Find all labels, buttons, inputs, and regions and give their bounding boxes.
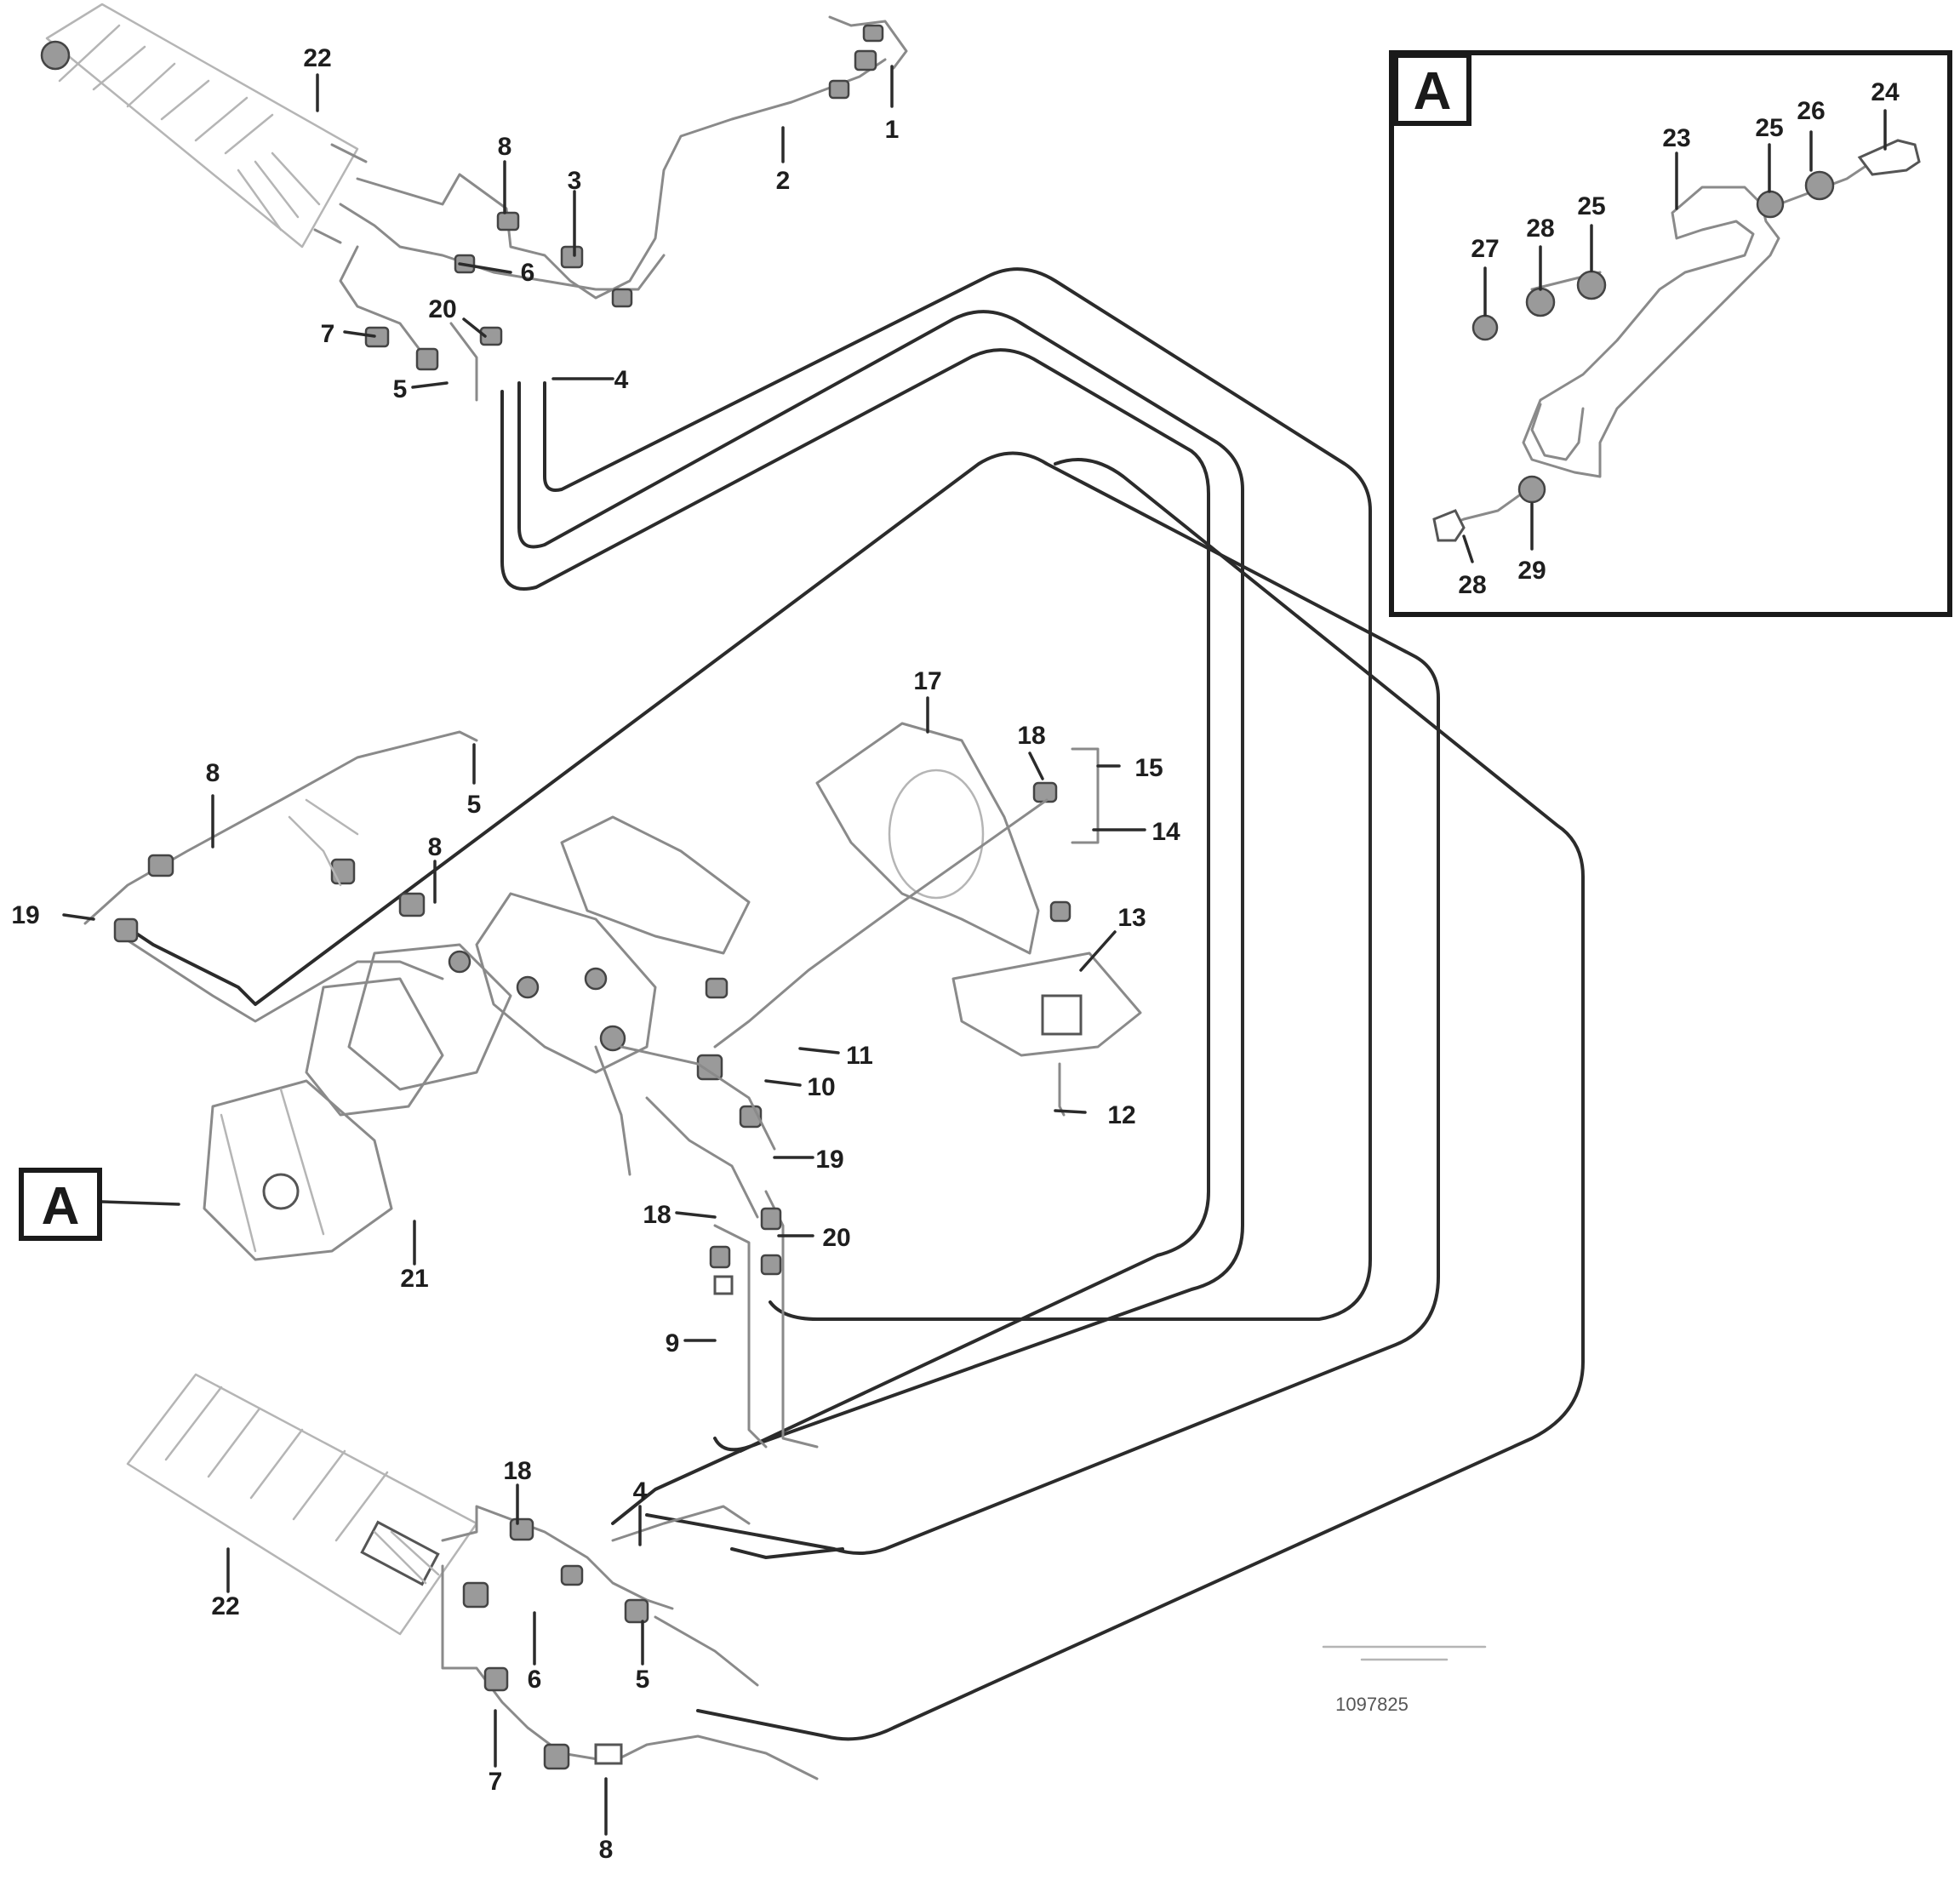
callout-25-inset: 25 xyxy=(1755,114,1783,142)
callout-7-top: 7 xyxy=(321,320,335,348)
callout-20-mid: 20 xyxy=(822,1224,850,1252)
callout-19-mid: 19 xyxy=(815,1146,843,1174)
callout-19-left: 19 xyxy=(11,901,39,929)
callout-5-bottom: 5 xyxy=(636,1666,650,1694)
callout-4-bottom: 4 xyxy=(633,1477,648,1506)
view-a-marker: A xyxy=(19,1168,102,1241)
pipe-loops xyxy=(126,267,1585,1741)
callout-18-mid2: 18 xyxy=(643,1201,671,1229)
drawing-reference: 1097825 xyxy=(1322,1645,1487,1715)
callout-25-inset2: 25 xyxy=(1577,192,1605,220)
callout-8-bottom: 8 xyxy=(599,1836,614,1864)
left-pipe-assembly xyxy=(83,730,478,1023)
callout-12: 12 xyxy=(1107,1101,1135,1129)
callout-7-bottom: 7 xyxy=(489,1768,503,1796)
callout-1-top: 1 xyxy=(885,116,900,144)
upper-hoses xyxy=(339,15,908,402)
callout-29-inset: 29 xyxy=(1517,557,1546,585)
reference-number: 1097825 xyxy=(1335,1694,1409,1715)
inset-a-label: A xyxy=(1414,62,1452,121)
callout-23-inset: 23 xyxy=(1662,124,1690,152)
lower-cylinder xyxy=(126,1373,478,1636)
callout-26-inset: 26 xyxy=(1797,97,1825,125)
callout-22-bottom: 22 xyxy=(211,1592,239,1620)
callout-24-inset: 24 xyxy=(1871,78,1900,106)
central-valve-block xyxy=(203,815,819,1449)
callout-9: 9 xyxy=(666,1329,680,1357)
callout-27-inset: 27 xyxy=(1471,235,1499,263)
callout-18-bottom: 18 xyxy=(503,1457,531,1485)
callout-5-left: 5 xyxy=(467,791,482,819)
upper-cylinder xyxy=(40,3,368,249)
lower-hoses xyxy=(441,1505,819,1780)
callout-17: 17 xyxy=(913,667,941,695)
callout-numbers: 22 1 2 3 8 6 20 7 5 4 8 5 19 8 17 18 15 … xyxy=(11,44,1900,1864)
callout-10: 10 xyxy=(807,1073,835,1101)
callout-2-top: 2 xyxy=(776,167,791,195)
callout-18-mid: 18 xyxy=(1017,722,1045,750)
callout-11: 11 xyxy=(846,1042,873,1070)
callout-8-top: 8 xyxy=(498,133,512,161)
callout-21: 21 xyxy=(400,1265,428,1293)
inset-detail-a: A xyxy=(1389,50,1952,617)
callout-14: 14 xyxy=(1151,818,1180,846)
callout-13: 13 xyxy=(1117,904,1146,932)
callout-4-top: 4 xyxy=(614,366,629,394)
callout-20-top: 20 xyxy=(428,295,456,323)
right-bracket xyxy=(713,722,1142,1117)
leader-lines xyxy=(62,65,1146,1836)
callout-5-top: 5 xyxy=(393,375,408,403)
callout-6-top: 6 xyxy=(521,259,535,287)
callout-28-inset: 28 xyxy=(1526,214,1554,243)
callout-8-left: 8 xyxy=(206,759,220,787)
hose-fittings xyxy=(364,24,884,371)
callout-3-top: 3 xyxy=(568,167,582,195)
view-a-label: A xyxy=(42,1177,80,1236)
callout-8-mid: 8 xyxy=(428,833,443,861)
callout-6-bottom: 6 xyxy=(528,1666,542,1694)
callout-28-inset2: 28 xyxy=(1458,571,1486,599)
callout-22-top: 22 xyxy=(303,44,331,72)
callout-15: 15 xyxy=(1134,754,1163,782)
